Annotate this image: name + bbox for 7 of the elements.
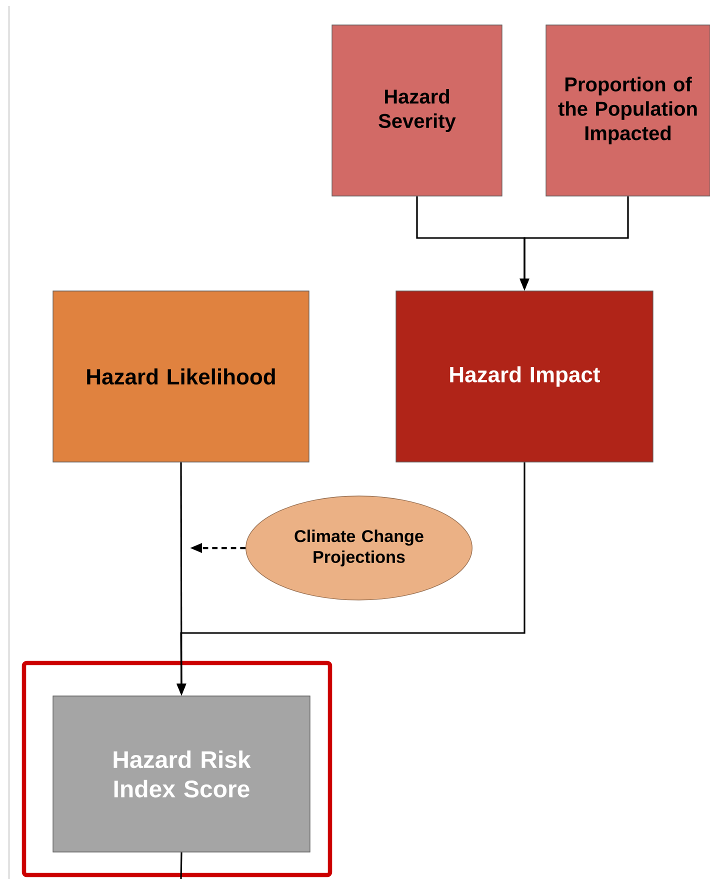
highlight-frame	[22, 660, 332, 878]
process-box: Hazard Impact	[396, 290, 654, 462]
process-box: Proportion of the Population Impacted	[546, 24, 710, 196]
process-box: Hazard Risk Index Score	[52, 696, 310, 852]
connector-line	[180, 852, 182, 879]
process-box: Hazard Severity	[332, 24, 502, 196]
process-box: Hazard Likelihood	[52, 290, 310, 462]
